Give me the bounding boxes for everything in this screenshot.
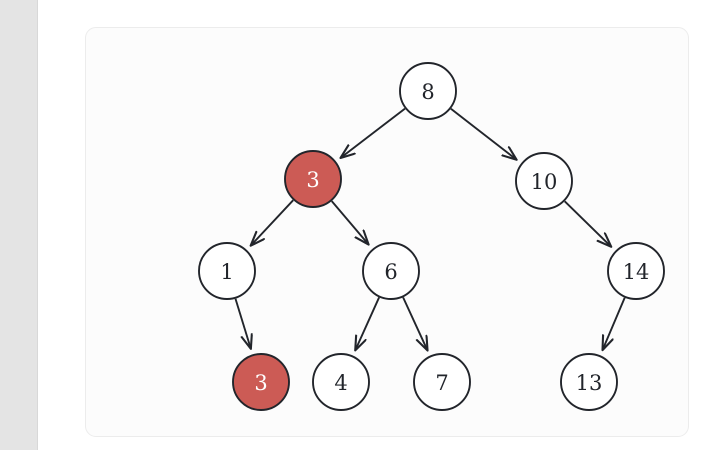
tree-node-label: 7	[435, 371, 448, 395]
tree-node-circle[interactable]	[312, 353, 370, 411]
tree-node-circle[interactable]	[560, 353, 618, 411]
tree-node-label: 4	[334, 371, 347, 395]
tree-edge	[402, 296, 427, 350]
tree-edge	[251, 199, 294, 245]
tree-node-label: 8	[421, 80, 434, 104]
tree-node-circle-highlighted[interactable]	[232, 353, 290, 411]
tree-node[interactable]: 8	[399, 62, 457, 120]
tree-node-circle-highlighted[interactable]	[284, 150, 342, 208]
tree-edge	[450, 108, 516, 160]
tree-node[interactable]: 6	[362, 242, 420, 300]
tree-node-circle[interactable]	[413, 353, 471, 411]
tree-node[interactable]: 4	[312, 353, 370, 411]
tree-edge	[603, 297, 626, 350]
tree-node-label: 14	[623, 260, 650, 284]
tree-edge	[331, 200, 369, 244]
binary-tree-graphic: 8 3 10 1 6 14 3 4 7 13	[198, 62, 665, 411]
tree-nodes-layer: 8 3 10 1 6 14 3 4 7 13	[198, 62, 665, 411]
tree-node[interactable]: 13	[560, 353, 618, 411]
tree-edges-layer	[234, 107, 626, 351]
tree-diagram-card: 8 3 10 1 6 14 3 4 7 13	[85, 27, 689, 437]
tree-node-label: 6	[384, 260, 397, 284]
tree-node[interactable]: 7	[413, 353, 471, 411]
tree-node[interactable]: 3	[284, 150, 342, 208]
tree-edge	[234, 298, 250, 349]
tree-node-label: 1	[220, 260, 233, 284]
tree-node[interactable]: 1	[198, 242, 256, 300]
content-area: 8 3 10 1 6 14 3 4 7 13	[38, 0, 707, 450]
tree-edge	[564, 200, 611, 246]
tree-node-label: 3	[306, 168, 319, 192]
tree-node-circle[interactable]	[515, 152, 573, 210]
tree-node-label: 3	[254, 371, 267, 395]
tree-edge	[355, 297, 380, 350]
tree-node[interactable]: 3	[232, 353, 290, 411]
tree-node-label: 13	[576, 371, 603, 395]
tree-node[interactable]: 10	[515, 152, 573, 210]
sidebar-rail	[0, 0, 38, 450]
tree-node[interactable]: 14	[607, 242, 665, 300]
tree-node-label: 10	[531, 170, 558, 194]
tree-node-circle[interactable]	[362, 242, 420, 300]
tree-edge	[341, 107, 406, 158]
tree-node-circle[interactable]	[607, 242, 665, 300]
tree-node-circle[interactable]	[198, 242, 256, 300]
tree-node-circle[interactable]	[399, 62, 457, 120]
